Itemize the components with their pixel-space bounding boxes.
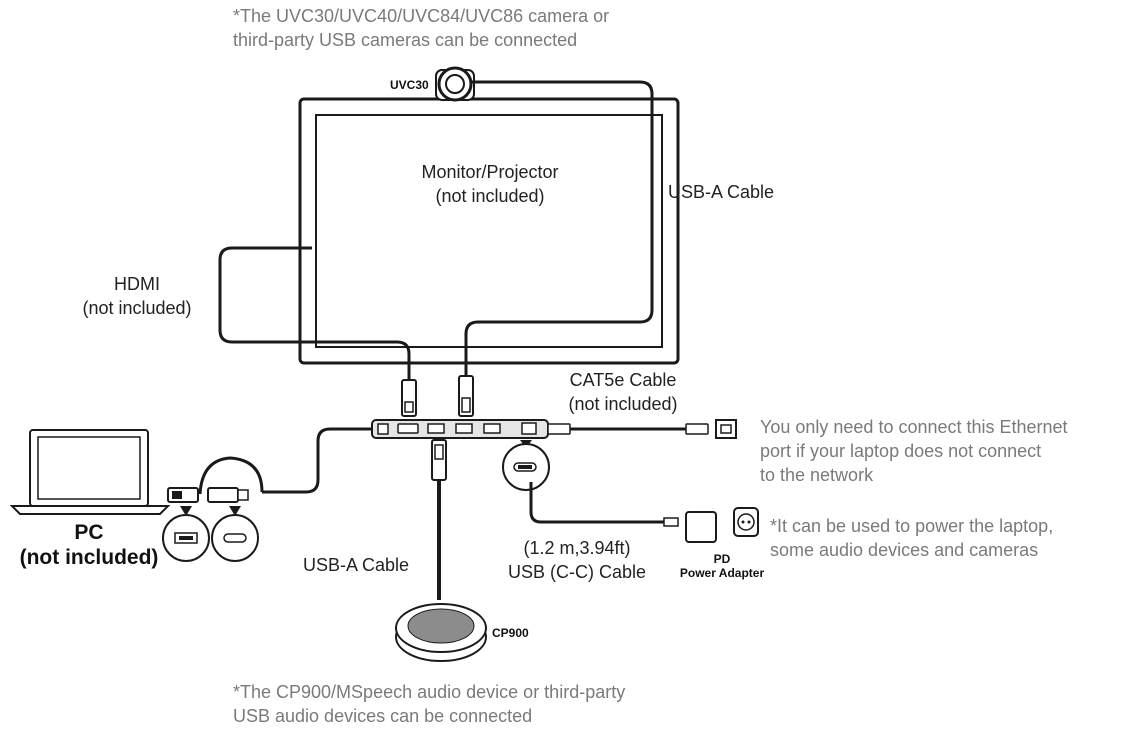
pc-label-line-2: (not included) xyxy=(19,546,159,569)
camera-label: UVC30 xyxy=(390,78,429,92)
power-note-line-1: *It can be used to power the laptop, xyxy=(770,516,1054,536)
adapter-label: PD Power Adapter xyxy=(662,552,782,580)
monitor-label: Monitor/Projector (not included) xyxy=(360,160,620,208)
ethernet-note-line-2: port if your laptop does not connect xyxy=(760,441,1042,461)
laptop xyxy=(9,429,171,515)
ethernet-note-line-3: to the network xyxy=(760,465,874,485)
camera-note: *The UVC30/UVC40/UVC84/UVC86 camera or t… xyxy=(233,4,609,52)
audio-note: *The CP900/MSpeech audio device or third… xyxy=(233,680,625,728)
power-note-line-2: some audio devices and cameras xyxy=(770,540,1039,560)
usb-a-cable-bottom-label: USB-A Cable xyxy=(303,555,410,575)
audio-note-line-1: *The CP900/MSpeech audio device or third… xyxy=(233,682,626,702)
callout-usb-c-port xyxy=(211,506,259,562)
usb-hub xyxy=(371,419,549,439)
hdmi-label: HDMI (not included) xyxy=(62,272,212,320)
usb-c-plug xyxy=(663,517,679,527)
audio-note-line-2: USB audio devices can be connected xyxy=(233,706,533,726)
cat5e-label-line-1: CAT5e Cable xyxy=(569,370,677,390)
monitor xyxy=(298,97,680,365)
cat5e-cable xyxy=(547,419,737,439)
cat5e-label-line-2: (not included) xyxy=(568,394,678,414)
hdmi-cable xyxy=(218,246,411,382)
hub-cable-loop xyxy=(198,456,264,495)
usb-c-cable xyxy=(529,482,664,524)
pc-label: PC (not included) xyxy=(0,520,178,570)
camera-note-line-2: third-party USB cameras can be connected xyxy=(233,30,578,50)
usb-a-cable-top-label: USB-A Cable xyxy=(668,182,775,202)
camera-note-line-1: *The UVC30/UVC40/UVC84/UVC86 camera or xyxy=(233,6,610,26)
pc-connectors xyxy=(167,487,249,503)
power-adapter xyxy=(685,507,759,543)
power-note: *It can be used to power the laptop, som… xyxy=(770,514,1053,562)
callout-usb-a-port xyxy=(162,506,210,562)
hdmi-plug xyxy=(401,379,417,417)
usb-c-cable-label-line-1: (1.2 m,3.94ft) xyxy=(523,538,631,558)
usb-c-cable-label-line-2: USB (C-C) Cable xyxy=(507,562,647,582)
speaker-cp900 xyxy=(395,603,487,662)
monitor-label-line-1: Monitor/Projector xyxy=(421,162,559,182)
speaker-label: CP900 xyxy=(492,626,529,640)
usb-c-cable-label: (1.2 m,3.94ft) USB (C-C) Cable xyxy=(492,536,662,584)
hub-cable xyxy=(262,427,372,494)
adapter-label-line-2: Power Adapter xyxy=(679,566,765,580)
camera-uvc30 xyxy=(435,66,475,102)
usb-a-plug-bottom xyxy=(431,439,447,481)
callout-hub-usb-c xyxy=(502,440,550,491)
pc-label-line-1: PC xyxy=(74,521,104,544)
adapter-label-line-1: PD xyxy=(713,552,731,566)
cat5e-label: CAT5e Cable (not included) xyxy=(548,368,698,416)
ethernet-note-line-1: You only need to connect this Ethernet xyxy=(760,417,1068,437)
ethernet-note: You only need to connect this Ethernet p… xyxy=(760,415,1068,487)
hdmi-label-line-1: HDMI xyxy=(114,274,160,294)
usb-a-cable-camera xyxy=(464,80,654,378)
usb-a-plug-top xyxy=(458,375,474,417)
hdmi-label-line-2: (not included) xyxy=(82,298,192,318)
monitor-label-line-2: (not included) xyxy=(435,186,545,206)
